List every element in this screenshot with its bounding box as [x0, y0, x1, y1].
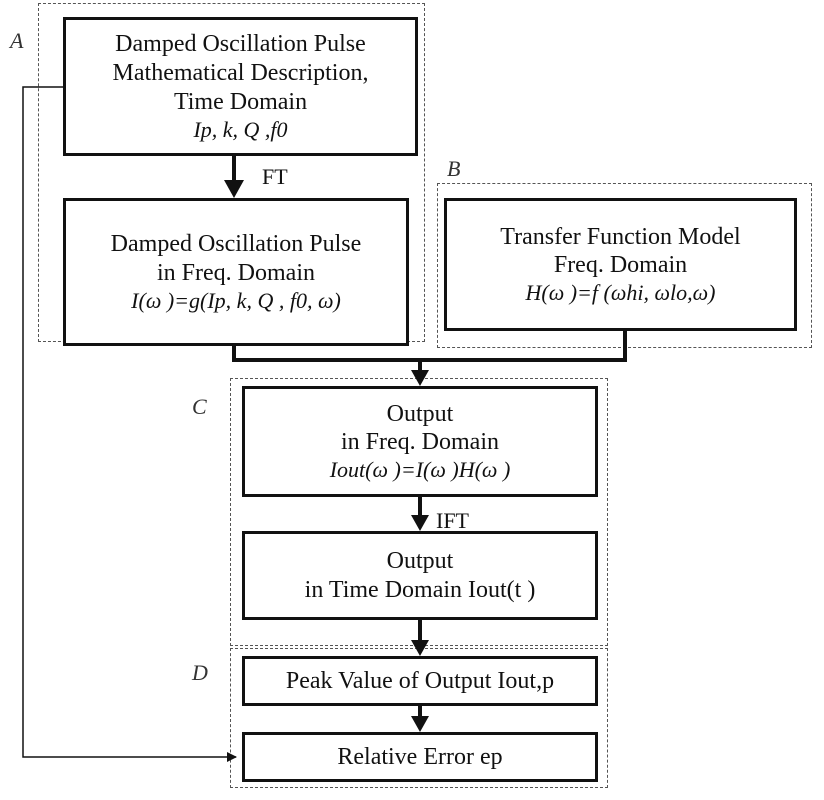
arrowhead-ft — [224, 180, 244, 198]
region-label-a: A — [10, 28, 24, 53]
box-output-time-domain: Output in Time Domain Iout(t ) — [242, 531, 598, 620]
box-peak-value: Peak Value of Output Iout,p — [242, 656, 598, 706]
peak-value-text: Peak Value of Output Iout,p — [285, 667, 555, 694]
output-freq-formula: Iout(ω )=I(ω )H(ω ) — [329, 457, 511, 483]
label-ift: IFT — [436, 508, 469, 533]
freq-pulse-line-2: in Freq. Domain — [157, 259, 315, 286]
time-domain-line-1: Damped Oscillation Pulse — [115, 31, 366, 58]
time-domain-line-2: Mathematical Description, — [112, 59, 369, 86]
output-time-line-1: Output — [386, 547, 454, 574]
relative-error-text: Relative Error ep — [337, 743, 503, 770]
freq-pulse-formula: I(ω )=g(Ip, k, Q , f0, ω) — [131, 287, 341, 313]
transfer-formula: H(ω )=f (ωhi, ωlo,ω) — [525, 280, 716, 306]
time-domain-line-3: Time Domain — [173, 88, 308, 115]
output-time-line-2: in Time Domain Iout(t ) — [304, 576, 536, 603]
box-relative-error: Relative Error ep — [242, 732, 598, 782]
region-label-b: B — [447, 156, 461, 181]
region-label-c: C — [192, 394, 207, 419]
box-transfer-function: Transfer Function Model Freq. Domain H(ω… — [444, 198, 797, 331]
label-ft: FT — [262, 164, 288, 189]
arrowhead-ift — [411, 515, 429, 531]
region-label-d: D — [192, 660, 208, 685]
box-freq-domain-pulse: Damped Oscillation Pulse in Freq. Domain… — [63, 198, 409, 346]
time-domain-params: Ip, k, Q ,f0 — [193, 116, 288, 142]
output-freq-line-1: Output — [386, 400, 454, 427]
feedback-line — [22, 86, 237, 762]
transfer-line-2: Freq. Domain — [553, 252, 688, 279]
transfer-line-1: Transfer Function Model — [500, 223, 741, 250]
freq-pulse-line-1: Damped Oscillation Pulse — [110, 231, 362, 257]
arrowhead-to-error — [411, 716, 429, 732]
output-freq-line-2: in Freq. Domain — [341, 429, 499, 456]
box-output-freq-domain: Output in Freq. Domain Iout(ω )=I(ω )H(ω… — [242, 386, 598, 497]
arrowhead-to-peak — [411, 640, 429, 656]
box-time-domain-description: Damped Oscillation Pulse Mathematical De… — [63, 17, 418, 156]
arrowhead-into-c — [411, 370, 429, 386]
